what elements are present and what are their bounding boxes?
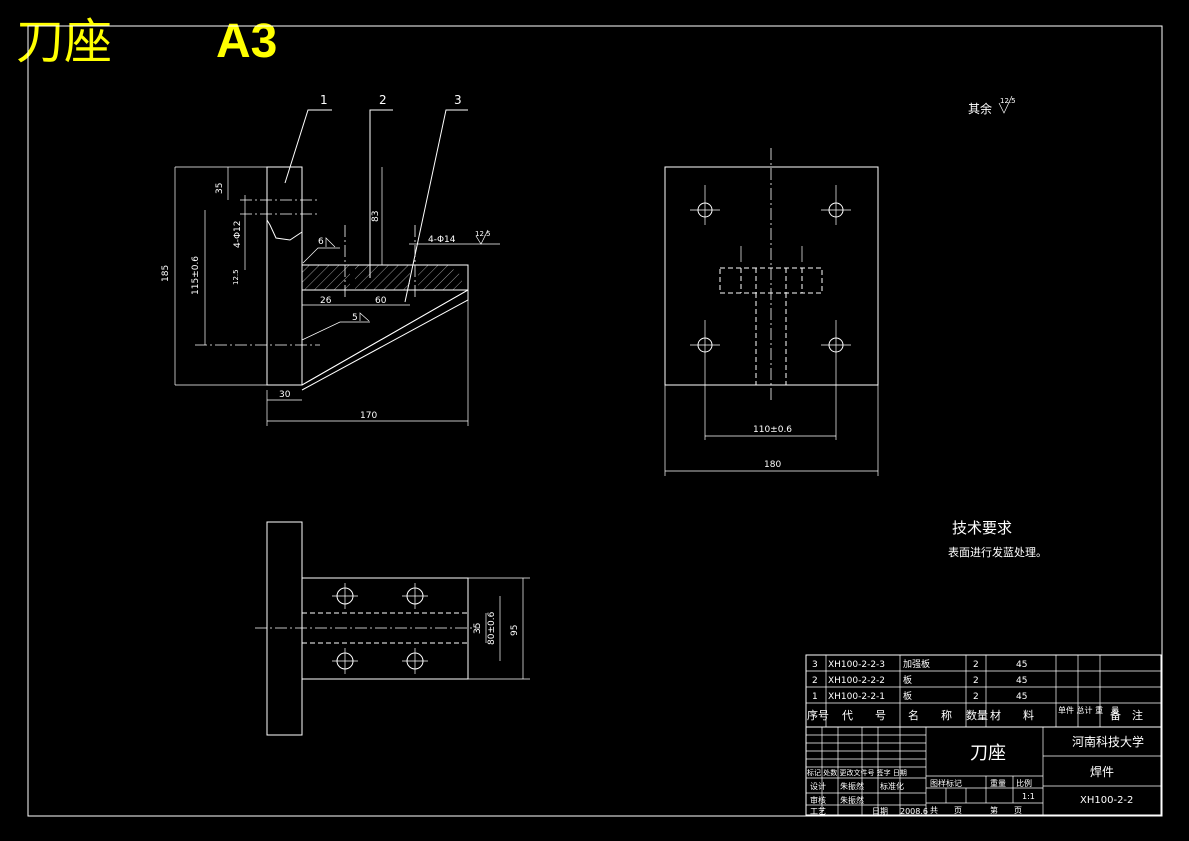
- bom-cell-no: 2: [812, 676, 818, 686]
- side-view: 110±0.6 180: [664, 148, 879, 476]
- bom-header-remark: 备 注: [1110, 708, 1143, 722]
- bom-cell-material: 45: [1016, 660, 1027, 670]
- weld-symbol-6: [325, 237, 336, 248]
- bom-header-name: 名 称: [908, 708, 952, 722]
- bom-header-no: 序号: [807, 708, 829, 722]
- tb-sheets-total: 共 页: [930, 806, 962, 815]
- tb-label-design: 设计: [810, 781, 826, 791]
- bom-cell-name: 板: [903, 674, 912, 686]
- bom-cell-code: XH100-2-2-1: [828, 692, 885, 702]
- leader-1: [284, 109, 332, 184]
- tb-weight-label: 重量: [990, 778, 1006, 788]
- dim-35-top-text: 35: [473, 623, 483, 634]
- tb-date-label: 日期: [872, 807, 888, 816]
- dim-83-text: 83: [371, 211, 381, 222]
- weld-leader-5: [301, 321, 370, 341]
- weld-5-text: 5: [352, 313, 358, 323]
- top-horizontal-plate: [301, 577, 469, 680]
- balloon-1: 1: [320, 93, 328, 107]
- roughness-left-text: 12.5: [232, 269, 240, 285]
- tb-label-row1: 标记 处数 更改文件号 签字 日期: [807, 768, 907, 777]
- weld-symbol-5: [359, 312, 370, 322]
- bom-cell-no: 1: [812, 692, 818, 702]
- title-block-outline: [805, 726, 1162, 816]
- horizontal-section-a: [302, 265, 350, 290]
- front-view: 1 2 3 185 115±0.6 35 4-Φ12 12.5 83 4-Φ14…: [161, 93, 500, 426]
- tech-requirements-line1: 表面进行发蓝处理。: [948, 545, 1047, 559]
- roughness-note: 其余 12.5: [968, 95, 1016, 116]
- tb-drawing-name: 刀座: [970, 743, 1006, 764]
- horizontal-section-b: [355, 265, 410, 290]
- leader-2: [369, 109, 393, 278]
- bom-cell-name: 板: [903, 690, 912, 702]
- dim-4phi14-text: 4-Φ14: [428, 235, 456, 245]
- tb-standardized: 标准化: [880, 781, 904, 791]
- weld-leader-6: [302, 247, 340, 264]
- bom-cell-no: 3: [812, 660, 818, 670]
- dim-180-text: 180: [764, 460, 781, 470]
- tech-requirements: 技术要求 表面进行发蓝处理。: [948, 519, 1047, 559]
- bom-cell-qty: 2: [973, 692, 979, 702]
- bom-cell-qty: 2: [973, 660, 979, 670]
- bom-header-qty: 数量: [966, 709, 988, 722]
- horizontal-section-c: [418, 265, 462, 290]
- gusset-edge: [301, 289, 469, 386]
- dim-170-text: 170: [360, 411, 377, 421]
- sheet-border: [27, 25, 1163, 817]
- dim-185-text: 185: [161, 265, 171, 282]
- weld-6-text: 6: [318, 237, 324, 247]
- vertical-plate-section: [266, 166, 303, 241]
- tb-scale: 1:1: [1022, 792, 1035, 801]
- title-block: 标记 处数 更改文件号 签字 日期 设计 朱振然 标准化 审核 朱振然 工艺 日…: [805, 726, 1162, 816]
- dim-30-text: 30: [279, 390, 291, 400]
- bom-cell-code: XH100-2-2-2: [828, 676, 885, 686]
- dim-35-text: 35: [215, 183, 225, 194]
- roughness-note-value: 12.5: [1000, 97, 1016, 105]
- bom-cell-name: 加强板: [903, 658, 930, 670]
- tb-designer: 朱振然: [840, 781, 864, 791]
- bom-header-weight: 单件 总计 重 量: [1058, 705, 1119, 715]
- top-vertical-plate: [266, 521, 303, 736]
- tb-drawing-no: XH100-2-2: [1080, 795, 1133, 806]
- bom-header-material: 材 料: [990, 708, 1034, 722]
- balloon-3: 3: [454, 93, 462, 107]
- tb-label-review: 审核: [810, 795, 826, 805]
- tb-scale-label: 比例: [1016, 778, 1032, 788]
- dim-95-text: 95: [510, 625, 520, 636]
- bom-header-code: 代 号: [842, 709, 886, 722]
- side-plate-outline: [664, 166, 879, 386]
- dim-115-text: 115±0.6: [191, 256, 201, 295]
- roughness-note-label: 其余: [968, 101, 992, 116]
- dim-26-text: 26: [320, 296, 332, 306]
- tb-reviewer: 朱振然: [840, 795, 864, 805]
- tb-sheet-no: 第 页: [990, 805, 1022, 815]
- tb-school: 河南科技大学: [1072, 734, 1144, 749]
- dim-110-text: 110±0.6: [753, 425, 792, 435]
- dim-4phi12-text: 4-Φ12: [233, 220, 243, 248]
- dim-80-text: 80±0.6: [487, 611, 497, 645]
- tb-assembly-type: 焊件: [1090, 764, 1114, 779]
- bom-cell-code: XH100-2-2-3: [828, 660, 885, 670]
- bom-cell-material: 45: [1016, 692, 1027, 702]
- side-hidden-plate: [719, 267, 823, 294]
- tb-stage-label: 图样标记: [930, 778, 962, 788]
- roughness-right-text: 12.5: [475, 230, 491, 238]
- balloon-2: 2: [379, 93, 387, 107]
- top-view: 35 80±0.6 95: [255, 521, 530, 736]
- roughness-note-symbol: [998, 95, 1013, 114]
- bom-cell-qty: 2: [973, 676, 979, 686]
- tech-requirements-title: 技术要求: [952, 519, 1012, 537]
- leader-3: [404, 109, 468, 303]
- tb-date: 2008.6: [900, 807, 928, 816]
- bom-cell-material: 45: [1016, 676, 1027, 686]
- dim-60-text: 60: [375, 296, 387, 306]
- roughness-symbol-a: [475, 229, 489, 245]
- tb-label-process: 工艺: [810, 807, 826, 816]
